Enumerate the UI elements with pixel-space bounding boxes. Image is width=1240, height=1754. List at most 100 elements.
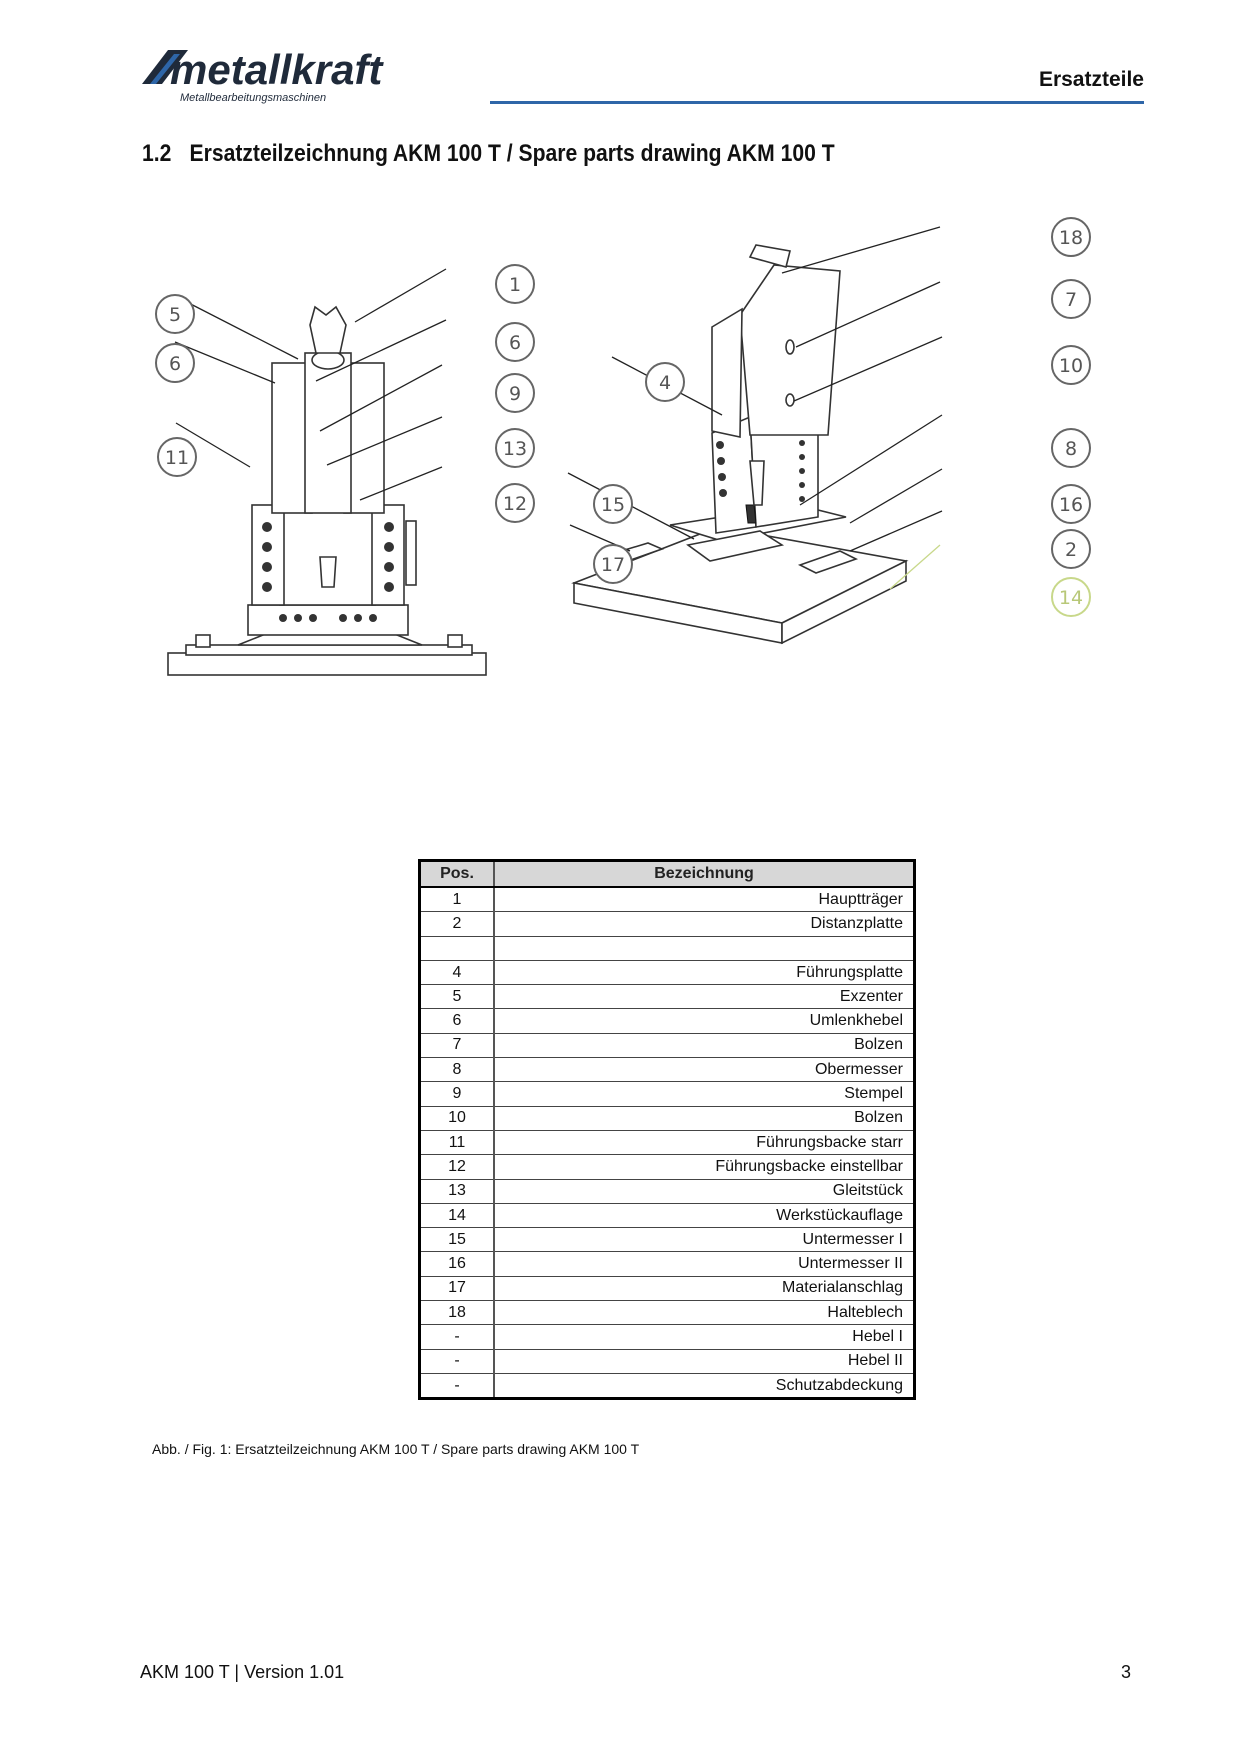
callout-4: 4 — [659, 372, 671, 394]
page-number: 3 — [1120, 1662, 1131, 1682]
row-name — [494, 935, 915, 961]
callout-6-left: 6 — [169, 353, 181, 375]
row-name: Umlenkhebel — [494, 1008, 915, 1034]
row-name: Gleitstück — [494, 1178, 915, 1204]
col-header-name: Bezeichnung — [494, 860, 915, 888]
row-pos: 5 — [419, 984, 495, 1009]
row-name: Hauptträger — [494, 886, 915, 912]
row-name: Obermesser — [494, 1057, 915, 1082]
row-pos: 6 — [419, 1008, 495, 1034]
callout-16: 16 — [1059, 494, 1083, 516]
callout-10: 10 — [1059, 355, 1083, 377]
callout-15: 15 — [601, 494, 625, 516]
row-name: Führungsbacke einstellbar — [494, 1154, 915, 1180]
front-view-drawing — [167, 305, 487, 676]
table-header-row: Pos. Bezeichnung — [419, 860, 915, 888]
row-name: Materialanschlag — [494, 1275, 915, 1301]
isometric-view-drawing — [571, 244, 909, 645]
row-pos: 18 — [419, 1300, 495, 1325]
row-pos: 12 — [419, 1154, 495, 1180]
row-pos: 16 — [419, 1251, 495, 1277]
row-name: Führungsbacke starr — [494, 1129, 915, 1155]
row-pos: 13 — [419, 1178, 495, 1204]
table-row: -Schutzabdeckung — [419, 1372, 915, 1399]
callout-1: 1 — [509, 274, 521, 296]
row-name: Halteblech — [494, 1300, 915, 1325]
row-name: Schutzabdeckung — [494, 1372, 915, 1399]
callout-7: 7 — [1065, 289, 1077, 311]
row-pos: 14 — [419, 1202, 495, 1228]
table-row: -Hebel II — [419, 1348, 915, 1374]
row-pos — [419, 935, 495, 961]
section-label: Ersatzteile — [1038, 68, 1144, 91]
logo-tagline: Metallbearbeitungsmaschinen — [180, 92, 326, 104]
row-pos: 4 — [419, 959, 495, 985]
metallkraft-logo: metallkraft Metallbearbeitungsmaschinen — [142, 46, 384, 104]
row-pos: 7 — [419, 1032, 495, 1058]
row-name: Exzenter — [494, 984, 915, 1009]
callout-17: 17 — [601, 554, 625, 576]
footer-document-version: AKM 100 T | Version 1.01 — [140, 1662, 345, 1682]
callout-5: 5 — [169, 304, 181, 326]
row-name: Hebel I — [494, 1324, 915, 1350]
callout-12: 12 — [503, 493, 527, 515]
callout-18: 18 — [1059, 227, 1083, 249]
row-pos: 2 — [419, 911, 495, 937]
row-pos: 9 — [419, 1081, 495, 1107]
row-pos: 10 — [419, 1105, 495, 1131]
callout-11: 11 — [165, 447, 189, 469]
callouts-front: 1 5 6 6 9 11 13 12 — [155, 264, 535, 523]
row-name: Stempel — [494, 1081, 915, 1107]
section-title: Ersatzteilzeichnung AKM 100 T / Spare pa… — [189, 140, 835, 167]
callout-8: 8 — [1065, 438, 1077, 460]
callout-6-right: 6 — [509, 332, 521, 354]
logo-wordmark: metallkraft — [170, 46, 384, 93]
callout-14: 14 — [1059, 587, 1083, 609]
table-row: -Hebel I — [419, 1324, 915, 1350]
row-pos: - — [419, 1324, 495, 1350]
row-name: Distanzplatte — [494, 911, 915, 937]
row-pos: 17 — [419, 1275, 495, 1301]
section-heading: 1.2 Ersatzteilzeichnung AKM 100 T / Spare… — [142, 140, 835, 168]
spare-parts-drawing: 1 5 6 6 9 11 13 12 18 7 4 10 8 15 16 2 1… — [155, 217, 1091, 676]
callout-2: 2 — [1065, 539, 1077, 561]
row-name: Untermesser II — [494, 1251, 915, 1277]
callout-9: 9 — [509, 383, 521, 405]
row-name: Untermesser I — [494, 1227, 915, 1252]
col-header-pos: Pos. — [419, 860, 495, 888]
row-name: Bolzen — [494, 1032, 915, 1058]
callout-13: 13 — [503, 438, 527, 460]
row-pos: - — [419, 1372, 495, 1399]
row-name: Führungsplatte — [494, 959, 915, 985]
row-name: Werkstückauflage — [494, 1202, 915, 1228]
row-pos: 8 — [419, 1057, 495, 1082]
row-pos: 15 — [419, 1227, 495, 1252]
row-name: Bolzen — [494, 1105, 915, 1131]
section-number: 1.2 — [142, 140, 172, 167]
row-pos: 11 — [419, 1129, 495, 1155]
row-pos: 1 — [419, 886, 495, 912]
callouts-isometric: 18 7 4 10 8 15 16 2 17 14 — [593, 217, 1091, 617]
row-name: Hebel II — [494, 1348, 915, 1374]
row-pos: - — [419, 1348, 495, 1374]
table-row — [419, 935, 915, 961]
